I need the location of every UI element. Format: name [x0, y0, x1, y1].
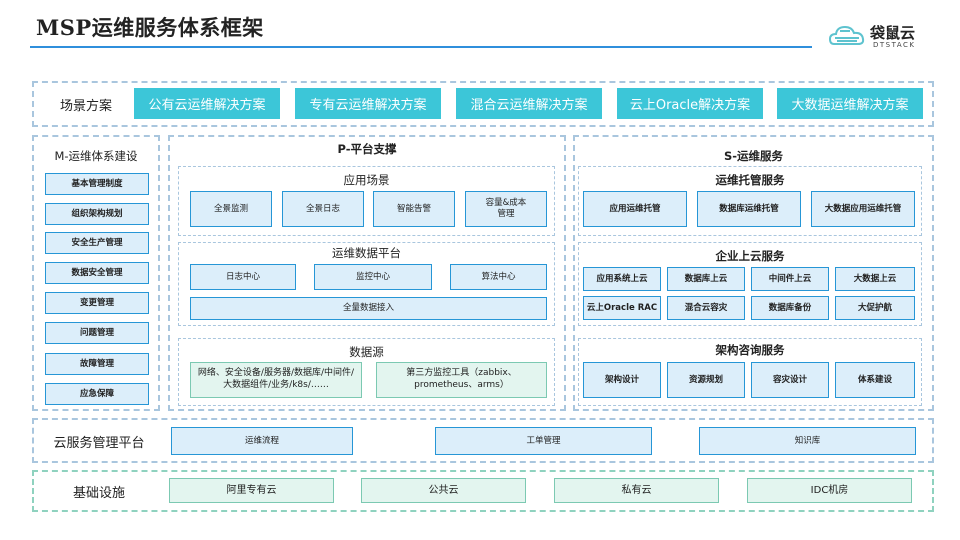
consulting-item[interactable]: 资源规划: [667, 362, 745, 398]
app-scene-item[interactable]: 全景监测: [190, 191, 272, 227]
cloud-mgmt-item[interactable]: 运维流程: [171, 427, 353, 455]
ops-data-item[interactable]: 算法中心: [450, 264, 547, 290]
m-item[interactable]: 应急保障: [45, 383, 149, 405]
scene-item[interactable]: 云上Oracle解决方案: [617, 88, 763, 119]
infra-row: [32, 470, 934, 512]
scene-item[interactable]: 专有云运维解决方案: [295, 88, 441, 119]
consulting-panel: [578, 338, 922, 406]
consulting-item[interactable]: 架构设计: [583, 362, 661, 398]
ops-data-item[interactable]: 日志中心: [190, 264, 296, 290]
infra-label: 基础设施: [72, 485, 125, 501]
cloud-migration-item[interactable]: 大数据上云: [835, 267, 915, 291]
scene-item[interactable]: 大数据运维解决方案: [777, 88, 923, 119]
ops-data-title: 运维数据平台: [332, 246, 401, 260]
hosting-item[interactable]: 应用运维托管: [583, 191, 687, 227]
cloud-migration-item[interactable]: 中间件上云: [751, 267, 829, 291]
cloud-mgmt-row: [32, 418, 934, 463]
m-item[interactable]: 故障管理: [45, 353, 149, 375]
p-panel: [168, 135, 566, 411]
scene-label: 场景方案: [59, 98, 112, 114]
datasource-item[interactable]: 第三方监控工具（zabbix、prometheus、arms）: [376, 362, 547, 398]
consulting-item[interactable]: 体系建设: [835, 362, 915, 398]
cloud-migration-item[interactable]: 应用系统上云: [583, 267, 661, 291]
ops-data-wide[interactable]: 全量数据接入: [190, 297, 547, 320]
app-scene-title: 应用场景: [343, 173, 390, 187]
scene-item[interactable]: 公有云运维解决方案: [134, 88, 280, 119]
infra-item[interactable]: 阿里专有云: [169, 478, 334, 503]
title-underline: [30, 46, 812, 48]
cloud-migration-item[interactable]: 云上Oracle RAC: [583, 296, 661, 320]
app-scene-item[interactable]: 容量&成本 管理: [465, 191, 547, 227]
consulting-title: 架构咨询服务: [715, 343, 785, 357]
cloud-mgmt-item[interactable]: 工单管理: [435, 427, 652, 455]
cloud-migration-title: 企业上云服务: [715, 249, 785, 263]
s-title: S-运维服务: [723, 149, 784, 163]
hosting-title: 运维托管服务: [715, 173, 785, 187]
hosting-item[interactable]: 大数据应用运维托管: [811, 191, 915, 227]
m-item[interactable]: 变更管理: [45, 292, 149, 314]
m-item[interactable]: 问题管理: [45, 322, 149, 344]
m-item[interactable]: 数据安全管理: [45, 262, 149, 284]
datasource-title: 数据源: [349, 345, 384, 359]
logo-sub: DTSTACK: [873, 41, 916, 49]
page-title: MSP运维服务体系框架: [36, 15, 264, 40]
cloud-mgmt-label: 云服务管理平台: [53, 435, 145, 451]
cloud-migration-item[interactable]: 数据库备份: [751, 296, 829, 320]
m-item[interactable]: 安全生产管理: [45, 232, 149, 254]
cloud-migration-item[interactable]: 混合云容灾: [667, 296, 745, 320]
m-item[interactable]: 基本管理制度: [45, 173, 149, 195]
consulting-item[interactable]: 容灾设计: [751, 362, 829, 398]
datasource-panel: [178, 338, 555, 406]
infra-item[interactable]: IDC机房: [747, 478, 912, 503]
app-scene-item[interactable]: 全景日志: [282, 191, 364, 227]
p-title: P-平台支撑: [337, 142, 397, 156]
cloud-mgmt-item[interactable]: 知识库: [699, 427, 916, 455]
infra-item[interactable]: 公共云: [361, 478, 526, 503]
cloud-migration-item[interactable]: 大促护航: [835, 296, 915, 320]
ops-data-panel: [178, 242, 555, 326]
app-scene-panel: [178, 166, 555, 236]
datasource-item[interactable]: 网络、安全设备/服务器/数据库/中间件/大数据组件/业务/k8s/……: [190, 362, 362, 398]
logo-name: 袋鼠云: [870, 24, 916, 42]
m-title: M-运维体系建设: [54, 149, 138, 163]
infra-item[interactable]: 私有云: [554, 478, 719, 503]
ops-data-item[interactable]: 监控中心: [314, 264, 432, 290]
cloud-migration-item[interactable]: 数据库上云: [667, 267, 745, 291]
scene-item[interactable]: 混合云运维解决方案: [456, 88, 602, 119]
s-panel: [573, 135, 934, 411]
scene-row: [32, 81, 934, 127]
m-item[interactable]: 组织架构规划: [45, 203, 149, 225]
cloud-logo-icon: [828, 25, 865, 45]
app-scene-item[interactable]: 智能告警: [373, 191, 455, 227]
cloud-migration-panel: [578, 242, 922, 326]
m-panel: [32, 135, 160, 411]
hosting-panel: [578, 166, 922, 236]
hosting-item[interactable]: 数据库运维托管: [697, 191, 801, 227]
